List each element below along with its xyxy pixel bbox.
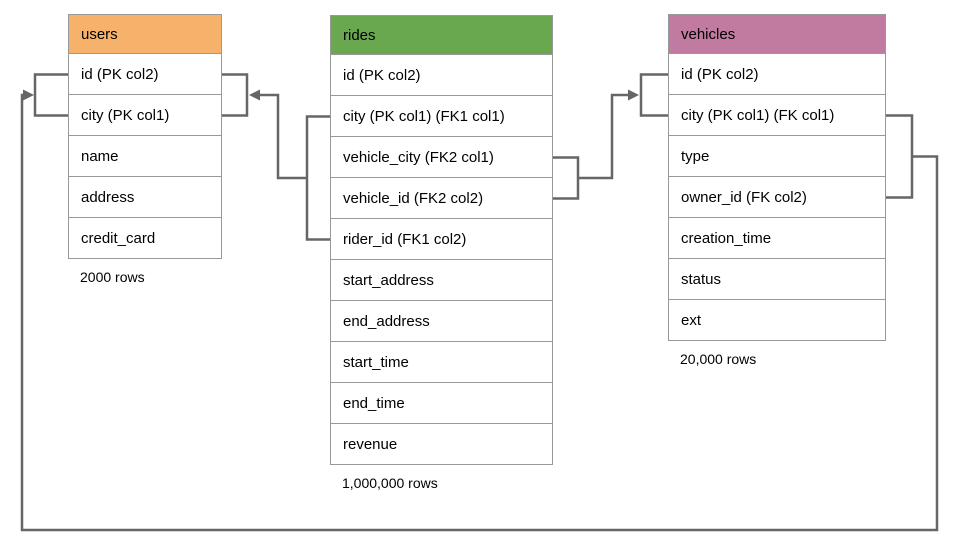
vehicles-pk-bracket-left: [639, 73, 668, 117]
table-vehicles-header: vehicles: [668, 14, 886, 54]
table-column-row: start_address: [330, 260, 553, 301]
table-vehicles: vehicles id (PK col2)city (PK col1) (FK …: [668, 14, 886, 367]
table-column-row: end_time: [330, 383, 553, 424]
table-column-row: revenue: [330, 424, 553, 465]
vehicles-fk-bracket-right: [886, 114, 914, 199]
left-arrowhead-icon: [249, 89, 260, 101]
right-arrowhead-icon: [23, 89, 34, 101]
table-column-row: name: [68, 136, 222, 177]
table-column-row: start_time: [330, 342, 553, 383]
table-column-row: creation_time: [668, 218, 886, 259]
table-column-row: end_address: [330, 301, 553, 342]
table-column-row: city (PK col1) (FK col1): [668, 95, 886, 136]
table-column-row: city (PK col1): [68, 95, 222, 136]
table-column-row: status: [668, 259, 886, 300]
table-column-row: id (PK col2): [668, 54, 886, 95]
table-column-row: rider_id (FK1 col2): [330, 219, 553, 260]
vehicles-fk-to-users-connector: [20, 73, 939, 532]
right-arrowhead-icon: [628, 89, 639, 101]
vehicles-fk-link-line: [20, 93, 939, 532]
table-rides-header: rides: [330, 15, 553, 55]
table-rides-rowcount: 1,000,000 rows: [342, 475, 438, 491]
table-column-row: address: [68, 177, 222, 218]
table-column-row: credit_card: [68, 218, 222, 259]
table-column-row: ext: [668, 300, 886, 341]
users-pk-bracket-left: [33, 73, 68, 117]
table-column-row: type: [668, 136, 886, 177]
table-vehicles-columns: id (PK col2)city (PK col1) (FK col1)type…: [668, 54, 886, 341]
table-column-row: vehicle_id (FK2 col2): [330, 178, 553, 219]
rides-fk2-bracket-right: [553, 156, 580, 200]
rides-fk2-link-line: [578, 93, 630, 180]
table-column-row: id (PK col2): [330, 55, 553, 96]
table-column-row: owner_id (FK col2): [668, 177, 886, 218]
table-column-row: id (PK col2): [68, 54, 222, 95]
users-pk-bracket-right: [222, 73, 249, 117]
table-vehicles-rowcount: 20,000 rows: [680, 351, 757, 367]
rides-fk2-to-vehicles-connector: [553, 73, 668, 200]
table-column-row: vehicle_city (FK2 col1): [330, 137, 553, 178]
table-column-row: city (PK col1) (FK1 col1): [330, 96, 553, 137]
rides-fk1-link-line: [256, 93, 307, 180]
table-rides: rides id (PK col2)city (PK col1) (FK1 co…: [330, 15, 553, 491]
table-users-header: users: [68, 14, 222, 54]
table-users-rowcount: 2000 rows: [80, 269, 145, 285]
table-rides-columns: id (PK col2)city (PK col1) (FK1 col1)veh…: [330, 55, 553, 465]
rides-fk1-to-users-connector: [222, 73, 330, 241]
rides-fk1-bracket-left: [305, 115, 330, 241]
